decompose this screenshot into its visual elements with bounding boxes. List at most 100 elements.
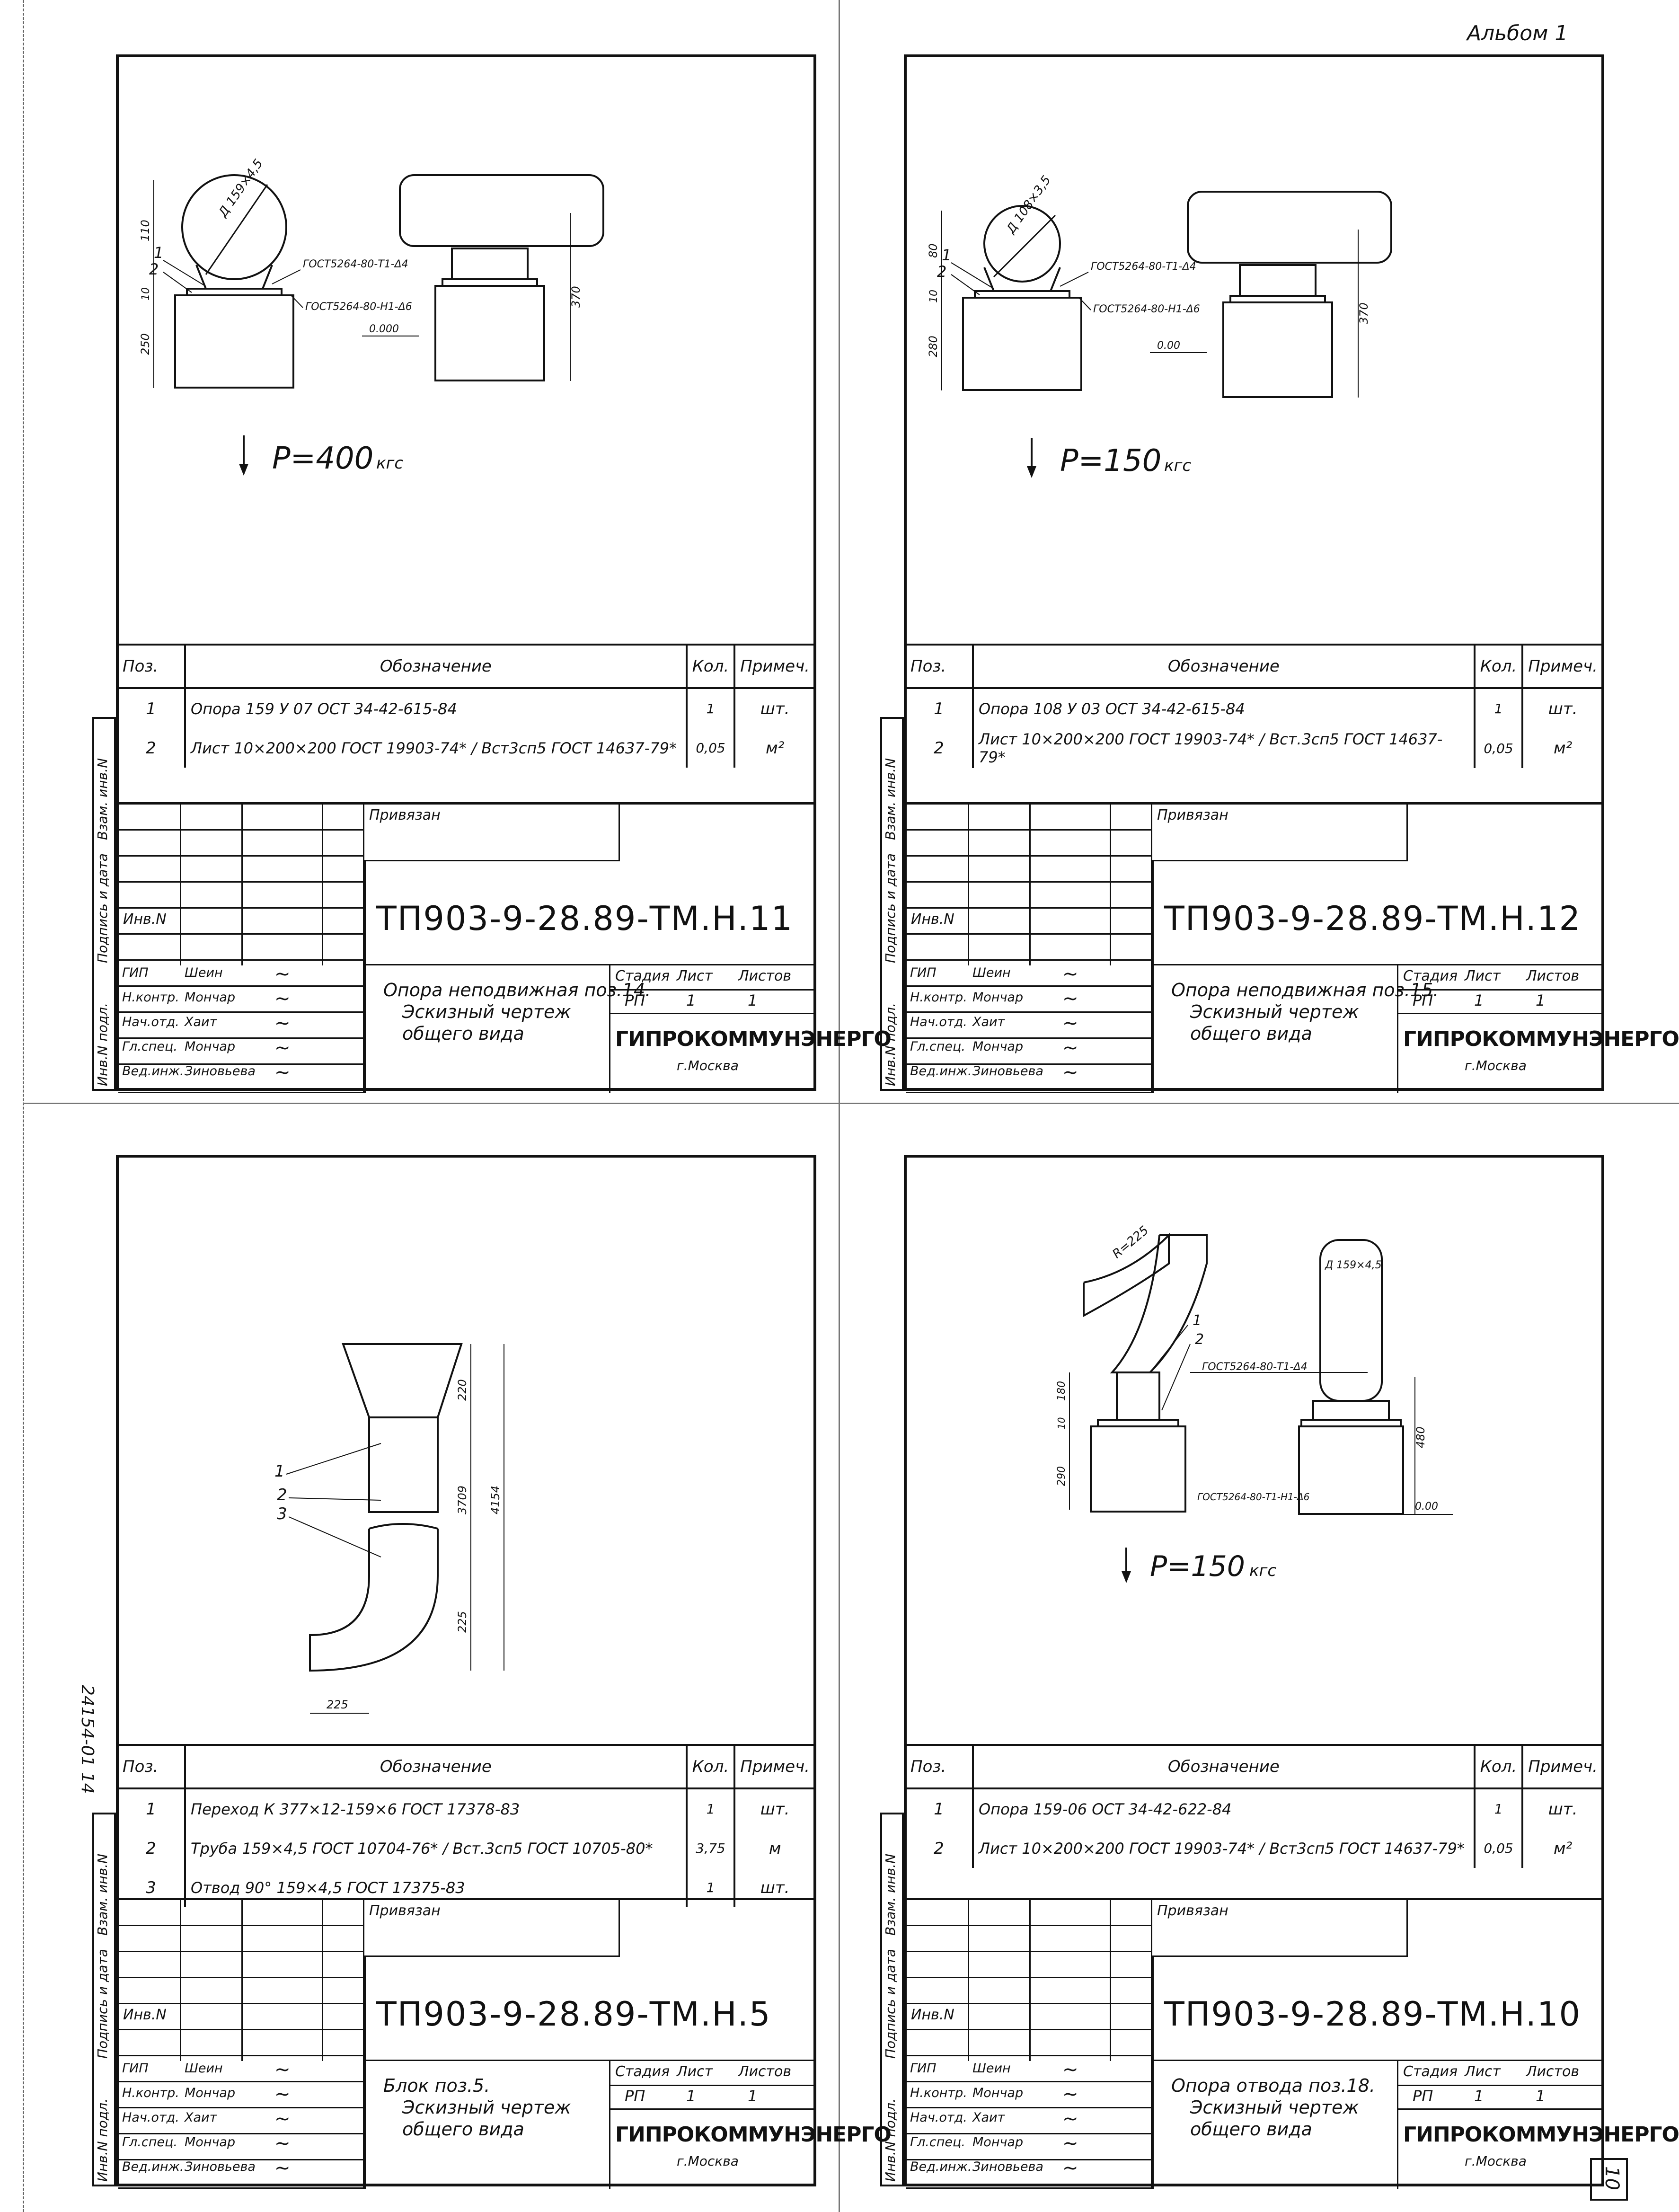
drawing-code: ТП903-9-28.89-ТМ.Н.5 [376, 1995, 771, 2034]
title-grid-col [1110, 1900, 1111, 2061]
organization-name: ГИПРОКОММУНЭНЕРГО [1403, 2123, 1679, 2147]
role-label: Нач.отд. [122, 2110, 179, 2125]
city-label: г.Москва [1465, 1058, 1527, 1073]
privyazan-label: Привязан [1157, 1902, 1228, 1919]
title-grid-row [118, 961, 364, 987]
spec-designation: Отвод 90° 159×4,5 ГОСТ 17375-83 [184, 1868, 688, 1907]
pipe-section [983, 205, 1061, 283]
privyazan-cell [1152, 1900, 1408, 1957]
spec-note: шт. [733, 1788, 816, 1829]
spec-note: шт. [733, 688, 816, 728]
city-label: г.Москва [1465, 2153, 1527, 2169]
title-grid-row [118, 1065, 364, 1093]
city-label: г.Москва [677, 1058, 739, 1073]
weld-spec-2: ГОСТ5264-80-Н1-Δ6 [305, 301, 412, 313]
concrete-base [1090, 1425, 1186, 1513]
spec-note: шт. [1521, 688, 1604, 728]
drawing-view: R=22512ГОСТ5264-80-Т1-Δ4ГОСТ5264-80-Т1-Н… [1056, 1223, 1453, 1583]
leader-2 [1161, 1344, 1191, 1411]
organization-name: ГИПРОКОММУНЭНЕРГО [615, 2123, 892, 2147]
qty-header: Кол. [685, 1744, 736, 1789]
role-label: Н.контр. [910, 2086, 967, 2100]
title-line: общего вида [402, 2119, 524, 2140]
weld-leader-1 [272, 269, 301, 284]
signer-name: Мончар [972, 2086, 1024, 2100]
role-label: Вед.инж. [910, 1064, 972, 1079]
leader-2 [951, 274, 980, 295]
reducer [342, 1343, 463, 1418]
title-grid-row [906, 2160, 1152, 2189]
stage-header: Стадия [615, 968, 670, 984]
page-number: 10 [1590, 2158, 1628, 2201]
role-label: Н.контр. [910, 990, 967, 1005]
dim-2: 10 [928, 290, 940, 303]
spec-qty: 0,05 [1473, 728, 1524, 768]
pos-label-2: 2 [277, 1486, 287, 1504]
privyazan-cell [364, 805, 620, 861]
stage-header: Листов [1526, 2063, 1580, 2080]
role-label: ГИП [122, 2061, 149, 2076]
load-value: P=150 [1060, 443, 1161, 478]
spec-pos: 1 [116, 1788, 186, 1829]
left-binding-line [23, 0, 24, 2212]
title-grid-row [906, 987, 1152, 1013]
qty-header: Кол. [1473, 644, 1524, 689]
role-label: ГИП [910, 965, 937, 980]
spec-note: шт. [733, 1868, 816, 1907]
signature: ~ [1062, 1012, 1078, 1034]
leader-1 [163, 260, 206, 287]
code-cell [1152, 1957, 1602, 2061]
spec-qty: 1 [685, 1788, 736, 1829]
designation-header: Обозначение [184, 644, 688, 689]
title-line: общего вида [1190, 2119, 1312, 2140]
signature: ~ [1062, 2059, 1078, 2080]
qty-header: Кол. [685, 644, 736, 689]
title-line: общего вида [1190, 1023, 1312, 1044]
title-line: Эскизный чертеж [1190, 1001, 1359, 1022]
break-line [369, 1523, 438, 1530]
load-arrowhead [239, 464, 248, 476]
signature: ~ [1062, 2108, 1078, 2130]
title-grid-col [322, 1900, 323, 2061]
leader-3 [288, 1516, 381, 1557]
load-arrowhead [1122, 1571, 1131, 1583]
leader-1 [1149, 1325, 1188, 1373]
title-grid-col [322, 805, 323, 965]
role-label: Н.контр. [122, 990, 179, 1005]
stage-grid [1398, 2108, 1602, 2110]
load-value: P=150 [1150, 1550, 1245, 1583]
side-stamp-box [92, 717, 116, 1091]
signature: ~ [274, 2059, 291, 2080]
inv-number-label: Инв.N [123, 911, 167, 928]
signer-name: Шеин [185, 2061, 223, 2076]
title-grid-col [180, 805, 181, 965]
pos-label-1: 1 [274, 1462, 285, 1481]
dim-4: 370 [569, 286, 583, 308]
drawing-code: ТП903-9-28.89-ТМ.Н.12 [1164, 899, 1582, 938]
signature: ~ [274, 1062, 291, 1083]
dim-3: 290 [1056, 1466, 1068, 1486]
role-label: Вед.инж. [122, 2159, 184, 2174]
spec-qty: 1 [1473, 1788, 1524, 1829]
stage-value: 1 [686, 991, 696, 1009]
designation-header: Обозначение [184, 1744, 688, 1789]
signer-name: Мончар [972, 2135, 1024, 2150]
signature: ~ [1062, 2157, 1078, 2179]
side-stamp-box [92, 1813, 116, 2186]
signature: ~ [274, 988, 291, 1009]
qty-header: Кол. [1473, 1744, 1524, 1789]
spec-qty: 0,05 [685, 728, 736, 768]
title-grid-row [118, 2134, 364, 2160]
signature: ~ [274, 963, 291, 985]
title-line: общего вида [402, 1023, 524, 1044]
middle-cut-line [23, 1103, 1679, 1104]
weld-spec-1: ГОСТ5264-80-Т1-Δ4 [303, 258, 408, 270]
weld-leader-2 [291, 295, 303, 308]
title-grid-col [241, 1900, 243, 2061]
pos-1-label: 1 [1193, 1312, 1202, 1329]
